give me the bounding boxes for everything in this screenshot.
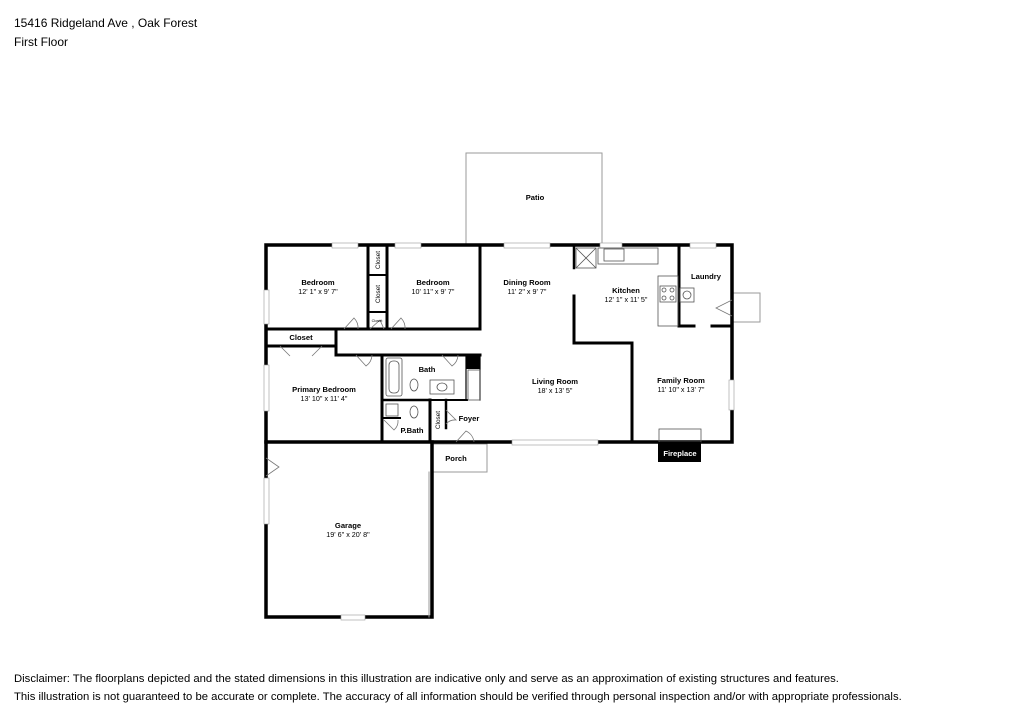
bathtub-basin [388, 360, 400, 394]
bath-sink [429, 379, 455, 395]
garage-dims: 19' 6" x 20' 8" [326, 530, 370, 539]
bath-counter [467, 369, 481, 401]
family-dims: 11' 10" x 13' 7" [658, 385, 705, 394]
closet-foyer-label: Closet [435, 411, 442, 429]
bedroom2-dims: 10' 11" x 9' 7" [412, 287, 455, 296]
hearth [658, 428, 702, 443]
pbath-toilet [409, 405, 419, 419]
primary-bedroom-dims: 13' 10" x 11' 4" [301, 394, 348, 403]
disclaimer-line-1: Disclaimer: The floorplans depicted and … [14, 673, 839, 685]
dining-dims: 11' 2" x 9' 7" [508, 287, 547, 296]
pbath-label: P.Bath [400, 426, 423, 435]
primary-bedroom-label: Primary Bedroom [292, 385, 356, 394]
laundry-machine [679, 287, 695, 303]
patio-label: Patio [526, 193, 545, 202]
garage-label: Garage [335, 521, 361, 530]
bedroom1-label: Bedroom [301, 278, 335, 287]
living-label: Living Room [532, 377, 578, 386]
bath-sink-basin [436, 382, 448, 392]
primary-closet-label: Closet [289, 333, 313, 342]
floor-label: First Floor [14, 35, 68, 49]
kitchen-counter-right [657, 275, 679, 327]
bedroom2-label: Bedroom [416, 278, 450, 287]
family-label: Family Room [657, 376, 705, 385]
walls [264, 243, 734, 619]
bath-label: Bath [419, 365, 436, 374]
closet-b-label: Closet [375, 285, 382, 303]
porch-label: Porch [445, 454, 467, 463]
bath-cabinet [466, 355, 480, 369]
pbath-sink [385, 403, 399, 417]
bathtub [385, 357, 403, 397]
toilet [409, 378, 419, 392]
fridge [575, 247, 597, 269]
laundry-label: Laundry [691, 272, 722, 281]
fireplace-label: Fireplace [663, 449, 696, 458]
foyer-label: Foyer [459, 414, 480, 423]
fireplace-box [658, 442, 701, 462]
fixtures [385, 247, 702, 443]
living-dims: 18' x 13' 5" [538, 386, 573, 395]
kitchen-dims: 12' 1" x 11' 5" [605, 295, 648, 304]
laundry-bump [732, 292, 761, 323]
dining-label: Dining Room [503, 278, 550, 287]
kitchen-sink [603, 248, 625, 262]
closet-a-label: Closet [375, 251, 382, 269]
bedroom1-dims: 12' 1" x 9' 7" [298, 287, 338, 296]
door-swings [265, 299, 733, 477]
kitchen-counter-top [597, 247, 659, 265]
kitchen-label: Kitchen [612, 286, 640, 295]
address-title: 15416 Ridgeland Ave , Oak Forest [14, 16, 198, 30]
stove [659, 285, 677, 303]
disclaimer-line-2: This illustration is not guaranteed to b… [14, 691, 902, 703]
closet-small-label: Closet [372, 319, 384, 323]
